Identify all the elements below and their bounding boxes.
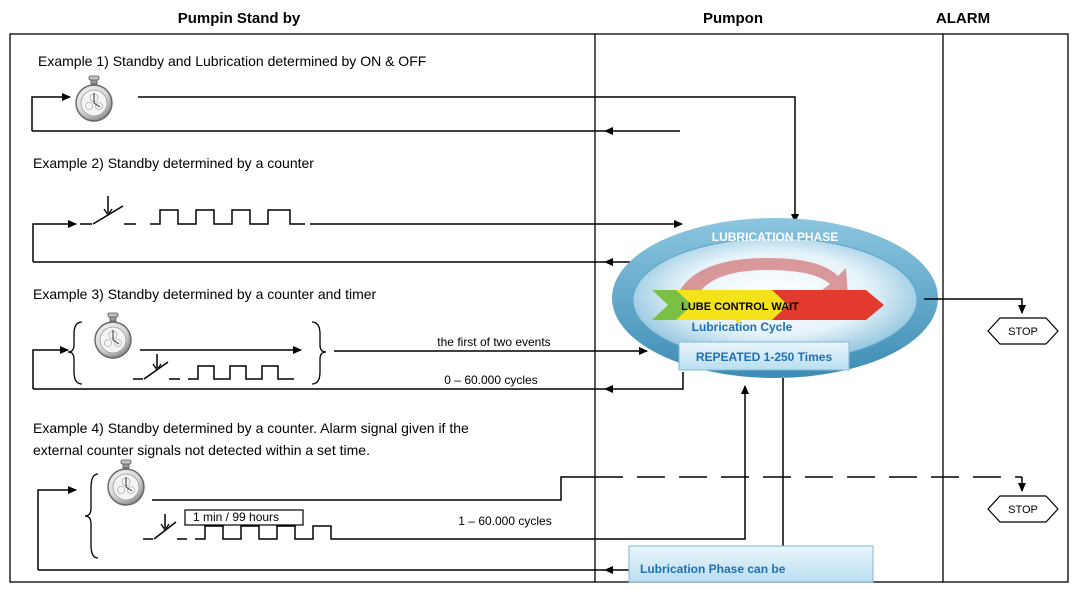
switch-icon — [80, 196, 136, 225]
repeated-label: REPEATED 1-250 Times — [696, 350, 833, 364]
yellow-chevron — [676, 290, 798, 320]
pulse-train-icon — [150, 209, 305, 225]
switch-icon — [143, 514, 187, 540]
switch-icon — [133, 354, 180, 380]
cycle-return-arrow — [680, 258, 848, 296]
first-of-two-label: the first of two events — [437, 335, 550, 349]
stopwatch-icon — [75, 75, 113, 122]
cycles-ex4-label: 1 – 60.000 cycles — [458, 514, 551, 528]
example-1-flow — [31, 75, 799, 223]
stop-label-2: STOP — [1008, 504, 1038, 516]
pulse-train-icon — [188, 365, 294, 380]
lubrication-phase-ellipse: LUBRICATION PHASE LUBE CONTROL WAIT Lubr… — [612, 218, 938, 378]
header-standby: Pumpin Stand by — [178, 10, 301, 27]
lubrication-phase-note-box: Lubrication Phase can be — [628, 545, 874, 583]
example-2-text: Example 2) Standby determined by a count… — [33, 155, 314, 171]
pulse-train-icon — [195, 525, 350, 540]
lubrication-phase-note: Lubrication Phase can be — [640, 562, 786, 576]
stopwatch-icon — [107, 459, 145, 506]
example-4-flow: 1 min / 99 hours 1 – 60.000 cycles — [37, 385, 1026, 574]
lubrication-cycle-label: Lubrication Cycle — [692, 320, 793, 334]
diagram-frame — [9, 33, 1069, 583]
example-3-text: Example 3) Standby determined by a count… — [33, 286, 377, 302]
header-pumpon: Pumpon — [703, 10, 763, 27]
example-4-text-line2: external counter signals not detected wi… — [33, 442, 370, 458]
example-2-flow — [32, 196, 683, 266]
repeated-box — [678, 341, 850, 371]
example-3-flow: the first of two events 0 – 60.000 cycle… — [32, 312, 684, 393]
time-ex4-label: 1 min / 99 hours — [193, 510, 279, 524]
alarm-arrow-1 — [924, 298, 1026, 314]
stop-label-1: STOP — [1008, 326, 1038, 338]
stopwatch-icon — [94, 312, 132, 359]
lube-control-wait-label: LUBE CONTROL WAIT — [681, 301, 799, 313]
lubrication-phase-title: LUBRICATION PHASE — [712, 230, 838, 244]
header-alarm: ALARM — [936, 10, 990, 27]
stop-hexagon-1: STOP — [987, 317, 1059, 345]
red-chevron — [772, 290, 884, 320]
cycles-ex3-label: 0 – 60.000 cycles — [444, 373, 537, 387]
example-1-text: Example 1) Standby and Lubrication deter… — [38, 53, 426, 69]
time-setting-box — [184, 509, 304, 526]
stop-hexagon-2: STOP — [987, 495, 1059, 523]
example-4-text: Example 4) Standby determined by a count… — [33, 420, 469, 436]
